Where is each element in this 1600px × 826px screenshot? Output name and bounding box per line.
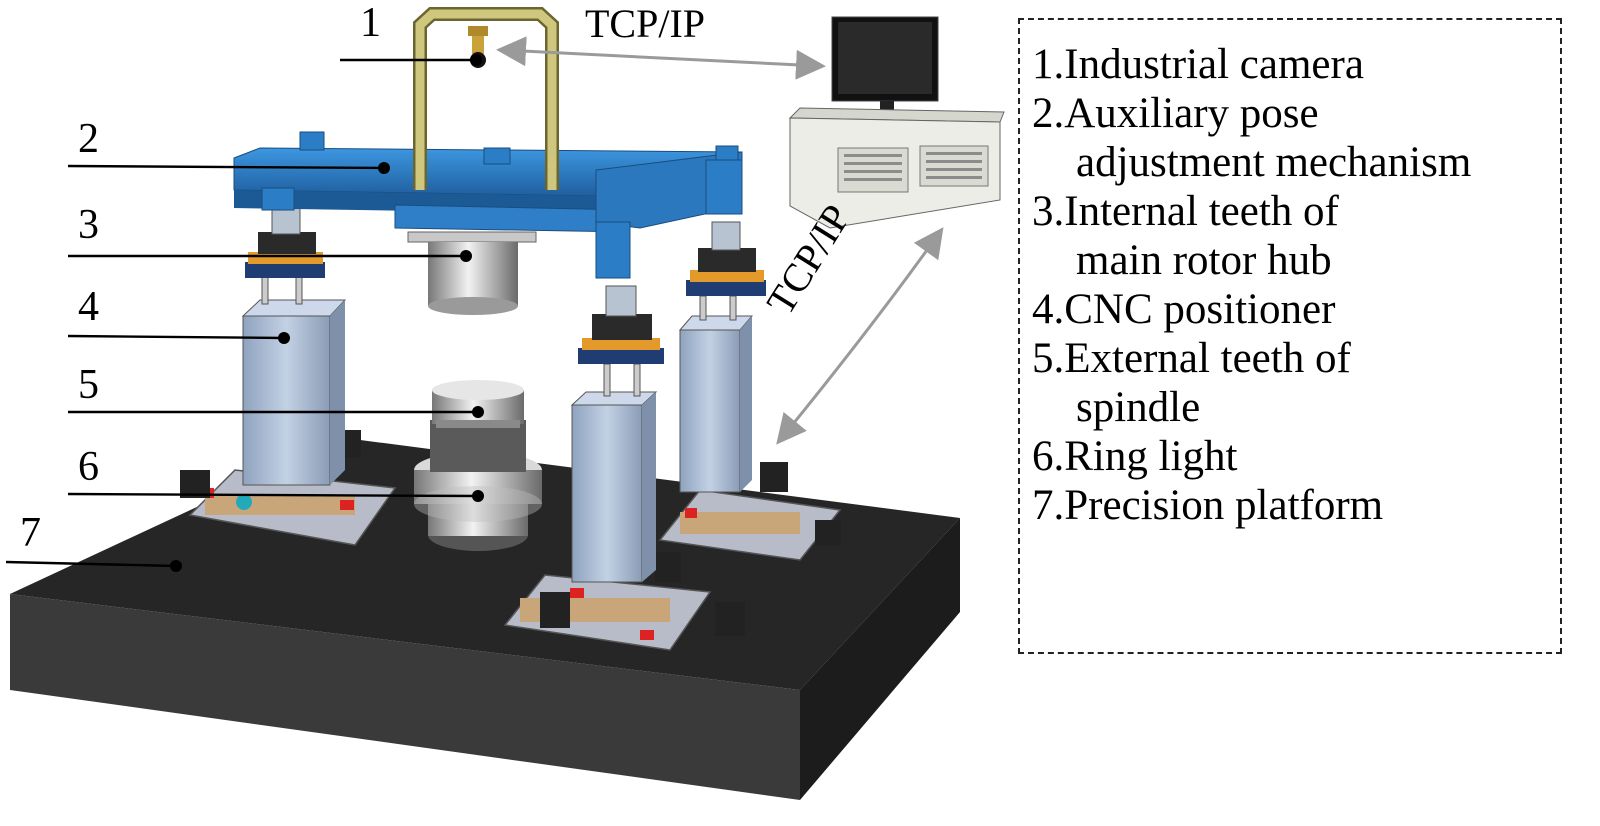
callout-2: 2 <box>78 116 99 162</box>
callout-6: 6 <box>78 444 99 490</box>
legend-item-4: 4.CNC positioner <box>1032 286 1336 333</box>
callout-1: 1 <box>360 0 381 46</box>
leader-dots <box>170 54 484 572</box>
leader-lines <box>5 58 479 568</box>
legend-item-3: 3.Internal teeth of <box>1032 188 1339 235</box>
legend-item-3-cont: main rotor hub <box>1076 237 1332 284</box>
tcp-arrow-top <box>496 36 826 80</box>
legend-item-2: 2.Auxiliary pose <box>1032 90 1319 137</box>
callout-7: 7 <box>20 510 41 556</box>
legend-item-5: 5.External teeth of <box>1032 335 1351 382</box>
legend-item-2-cont: adjustment mechanism <box>1076 139 1472 186</box>
legend-box: 1.Industrial camera 2.Auxiliary pose adj… <box>1018 18 1562 654</box>
legend-item-6: 6.Ring light <box>1032 433 1238 480</box>
tcp-label-top: TCP/IP <box>585 1 706 46</box>
auxiliary-frame <box>233 131 743 279</box>
legend-item-7: 7.Precision platform <box>1032 482 1384 529</box>
spindle-and-ring-light <box>414 380 542 551</box>
legend-item-5-cont: spindle <box>1076 384 1201 431</box>
tcp-arrow-side <box>776 227 944 445</box>
callout-3: 3 <box>78 202 99 248</box>
callout-5: 5 <box>78 362 99 408</box>
callout-4: 4 <box>78 284 99 330</box>
computer <box>788 16 1005 229</box>
legend-item-1: 1.Industrial camera <box>1032 41 1364 88</box>
positioner-bases <box>180 430 842 651</box>
rotor-hub <box>407 231 537 315</box>
